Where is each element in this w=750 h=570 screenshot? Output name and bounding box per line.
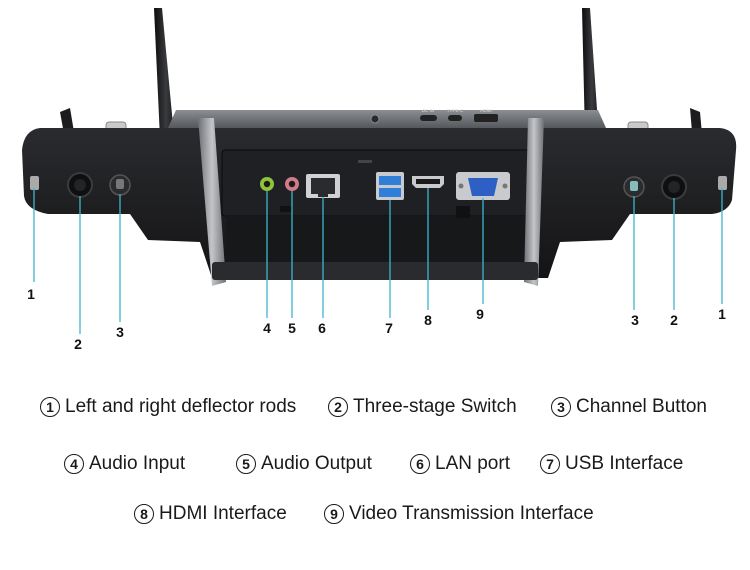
legend-item-channel-button: 3 Channel Button — [551, 396, 707, 418]
audio-input-jack — [260, 177, 274, 191]
usb-ports — [376, 172, 404, 200]
legend-label: LAN port — [435, 453, 510, 474]
legend-number: 1 — [40, 397, 60, 417]
legend-number: 2 — [328, 397, 348, 417]
callout-right-channel: 3 — [631, 312, 639, 328]
right-side-connector — [718, 176, 727, 190]
legend-item-deflector-rods: 1 Left and right deflector rods — [40, 396, 296, 418]
video-transmission-port — [456, 172, 510, 200]
legend-number: 5 — [236, 454, 256, 474]
legend-label: Left and right deflector rods — [65, 396, 297, 417]
callout-audio-out: 5 — [288, 320, 296, 336]
legend-label: Video Transmission Interface — [349, 503, 594, 524]
device-illustration: DC IN TYPE-C HDMI — [22, 8, 737, 334]
top-ports: DC IN TYPE-C HDMI — [370, 108, 498, 124]
legend-item-lan-port: 6 LAN port — [410, 453, 510, 475]
legend-number: 3 — [551, 397, 571, 417]
legend-label: Channel Button — [576, 396, 707, 417]
stand-bar-right — [524, 118, 544, 286]
callout-audio-in: 4 — [263, 320, 271, 336]
legend-number: 7 — [540, 454, 560, 474]
legend-item-audio-input: 4 Audio Input — [64, 453, 185, 475]
legend-number: 9 — [324, 504, 344, 524]
legend-item-usb-interface: 7 USB Interface — [540, 453, 683, 475]
audio-output-jack — [285, 177, 299, 191]
leader-lines — [33, 188, 723, 334]
right-top-toggle — [690, 108, 702, 134]
top-port-label-hdmi: HDMI — [480, 108, 492, 113]
left-side-connector — [30, 176, 39, 190]
callout-lan: 6 — [318, 320, 326, 336]
callout-video: 9 — [476, 306, 484, 322]
legend-number: 8 — [134, 504, 154, 524]
legend-number: 4 — [64, 454, 84, 474]
stand-bar-left — [198, 118, 226, 286]
legend-item-video-transmission: 9 Video Transmission Interface — [324, 503, 594, 525]
left-three-stage-switch — [67, 172, 93, 198]
top-port-label-dc: DC IN — [422, 108, 434, 113]
left-channel-button — [109, 174, 131, 196]
callout-left-channel: 3 — [116, 324, 124, 340]
top-port-label-typec: TYPE-C — [447, 108, 464, 113]
callout-left-rod: 1 — [27, 286, 35, 302]
left-top-toggle — [60, 108, 74, 134]
legend-item-audio-output: 5 Audio Output — [236, 453, 372, 475]
callout-left-switch: 2 — [74, 336, 82, 352]
legend-label: HDMI Interface — [159, 503, 287, 524]
hdmi-port — [412, 176, 444, 188]
right-channel-button — [623, 176, 645, 198]
callout-usb: 7 — [385, 320, 393, 336]
callout-hdmi: 8 — [424, 312, 432, 328]
right-three-stage-switch — [661, 174, 687, 200]
legend-label: Three-stage Switch — [353, 396, 517, 417]
callout-right-switch: 2 — [670, 312, 678, 328]
legend-item-hdmi-interface: 8 HDMI Interface — [134, 503, 287, 525]
callout-right-rod: 1 — [718, 306, 726, 322]
legend-label: Audio Input — [89, 453, 186, 474]
legend-label: Audio Output — [261, 453, 372, 474]
legend-label: USB Interface — [565, 453, 684, 474]
stand-bottom-bar — [212, 262, 538, 280]
legend-number: 6 — [410, 454, 430, 474]
lan-port — [306, 174, 340, 198]
legend-item-three-stage-switch: 2 Three-stage Switch — [328, 396, 517, 418]
